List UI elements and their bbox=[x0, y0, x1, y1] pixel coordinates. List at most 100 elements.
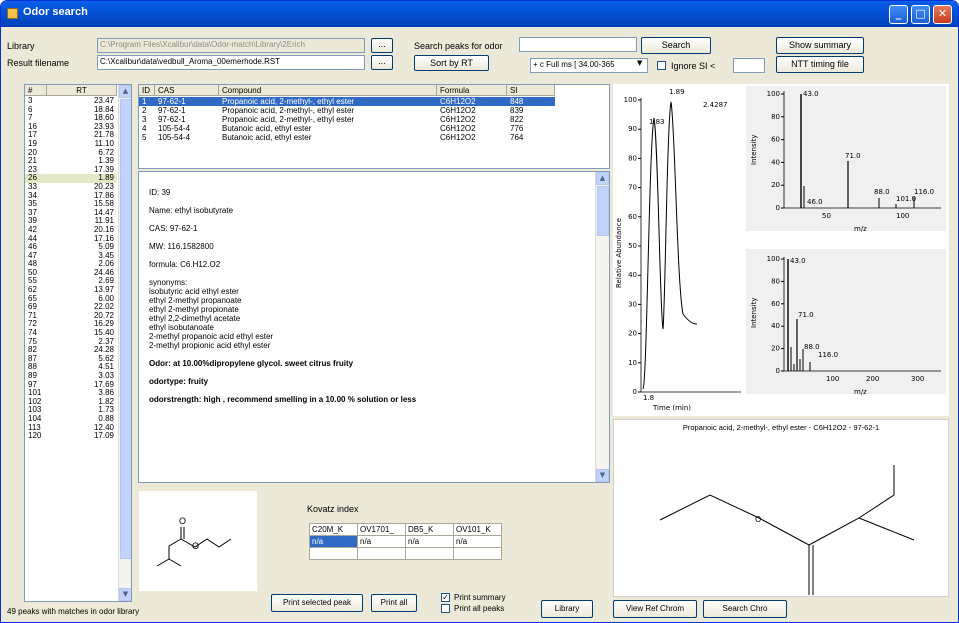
maximize-icon[interactable]: □ bbox=[911, 5, 930, 24]
detail-scroll-up-icon[interactable]: ▲ bbox=[596, 172, 609, 185]
peak-num-cell: 47 bbox=[28, 250, 37, 260]
scan-filter-select[interactable]: + c Full ms [ 34.00-365 bbox=[530, 58, 648, 73]
view-ref-chrom-button[interactable]: View Ref Chrom bbox=[613, 600, 697, 618]
compound-header-name[interactable]: Compound bbox=[219, 85, 437, 96]
compound-detail-panel[interactable]: ID: 39 Name: ethyl isobutyrate CAS: 97-6… bbox=[138, 171, 610, 483]
close-icon[interactable]: ✕ bbox=[933, 5, 952, 24]
minimize-icon[interactable]: _ bbox=[889, 5, 908, 24]
compound-header-si[interactable]: SI bbox=[507, 85, 555, 96]
detail-scrollbar[interactable]: ▲ ▼ bbox=[595, 172, 609, 482]
show-summary-button[interactable]: Show summary bbox=[776, 37, 864, 54]
peak-rt-cell: 21.78 bbox=[93, 130, 114, 140]
peaks-header-num[interactable]: # bbox=[25, 85, 47, 96]
print-selected-peak-button[interactable]: Print selected peak bbox=[271, 594, 363, 612]
scroll-down-icon[interactable]: ▼ bbox=[119, 588, 131, 601]
library-path-field[interactable]: C:\Program Files\Xcalibur\data\Odor-matc… bbox=[97, 38, 365, 53]
search-chro-button[interactable]: Search Chro bbox=[703, 600, 787, 618]
kovatz-empty[interactable] bbox=[453, 547, 502, 560]
kovatz-empty[interactable] bbox=[309, 547, 358, 560]
result-filename-field[interactable]: C:\Xcalibur\data\vedbull_Aroma_00emerhod… bbox=[97, 55, 365, 70]
chevron-down-icon[interactable]: ▼ bbox=[637, 59, 643, 67]
kovatz-value[interactable]: n/a bbox=[453, 535, 502, 548]
ntt-timing-file-button[interactable]: NTT timing file bbox=[776, 56, 864, 73]
sort-by-rt-button[interactable]: Sort by RT bbox=[414, 55, 489, 71]
ignore-si-input[interactable] bbox=[733, 58, 765, 73]
library-browse-button[interactable]: ... bbox=[371, 38, 393, 53]
print-summary-checkbox[interactable]: ✓ bbox=[441, 593, 450, 602]
library-button[interactable]: Library bbox=[541, 600, 593, 618]
kovatz-value[interactable]: n/a bbox=[309, 535, 358, 548]
compound-header-formula[interactable]: Formula bbox=[437, 85, 507, 96]
compound-header-cas[interactable]: CAS bbox=[155, 85, 219, 96]
kovatz-value[interactable]: n/a bbox=[405, 535, 454, 548]
kovatz-value[interactable]: n/a bbox=[357, 535, 406, 548]
ignore-si-checkbox[interactable] bbox=[657, 61, 666, 70]
odor-search-input[interactable] bbox=[519, 37, 637, 52]
detail-scroll-down-icon[interactable]: ▼ bbox=[596, 469, 609, 482]
scroll-thumb[interactable] bbox=[120, 99, 131, 559]
search-button[interactable]: Search bbox=[641, 37, 711, 54]
result-browse-button[interactable]: ... bbox=[371, 55, 393, 70]
kovatz-empty[interactable] bbox=[405, 547, 454, 560]
print-all-peaks-checkbox[interactable] bbox=[441, 604, 450, 613]
kovatz-empty[interactable] bbox=[357, 547, 406, 560]
detail-scroll-thumb[interactable] bbox=[597, 186, 609, 236]
compound-header-id[interactable]: ID bbox=[139, 85, 155, 96]
peaks-header-rt[interactable]: RT bbox=[47, 85, 117, 96]
scroll-up-icon[interactable]: ▲ bbox=[119, 85, 131, 98]
print-all-button[interactable]: Print all bbox=[371, 594, 417, 612]
peaks-scrollbar[interactable]: ▲ ▼ bbox=[118, 85, 131, 601]
